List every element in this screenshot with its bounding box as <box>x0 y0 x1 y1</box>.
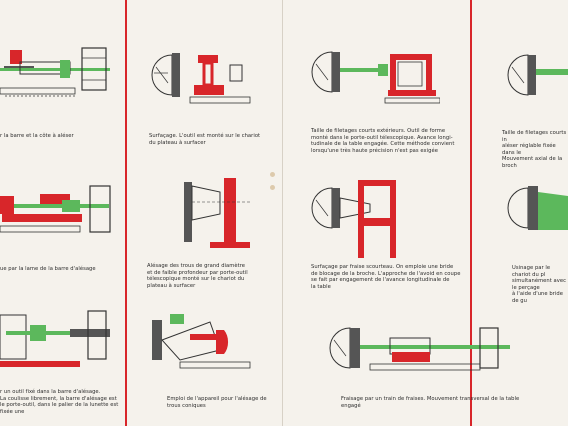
caption: ue par la lame de la barre d'alésage <box>0 266 96 272</box>
page-fold <box>282 0 283 426</box>
figure-shell-mill <box>311 180 396 258</box>
caption: Taille de filetages courts extérieurs. O… <box>311 128 455 154</box>
figure-thread-cutting <box>311 51 440 104</box>
caption: Usinage par le chariot du pl simultanéme… <box>512 265 567 304</box>
caption: Surfaçage par fraise scourteau. On emplo… <box>311 264 461 290</box>
figure-internal-thread <box>507 54 568 96</box>
figure-telescopic-boring <box>184 178 250 248</box>
panel-divider <box>125 0 127 426</box>
caption: Taille de filetages courts in aléser rég… <box>502 130 567 169</box>
caption: Emploi de l'appareil pour l'alésage de t… <box>167 396 267 409</box>
punch-hole <box>270 185 275 190</box>
figure-gang-milling <box>329 327 510 371</box>
punch-hole <box>270 172 275 177</box>
caption: r un outil fixé dans la barre d'alésage.… <box>0 389 119 415</box>
panel-divider <box>470 0 472 426</box>
caption: Surfaçage. L'outil est monté sur le char… <box>149 133 261 146</box>
caption: Alésage des trous de grand diamètre et d… <box>147 263 248 289</box>
figure-fixed-tool <box>0 310 110 367</box>
figure-boring-blade <box>0 185 111 233</box>
figure-taper-boring <box>152 314 251 369</box>
caption: r la barre et la côte à aléser <box>0 133 74 139</box>
figure-facing <box>151 53 251 104</box>
figure-boring-bar <box>0 47 110 97</box>
caption: Fraisage par un train de fraises. Mouvem… <box>341 396 520 409</box>
figure-facing-slide <box>507 186 568 230</box>
